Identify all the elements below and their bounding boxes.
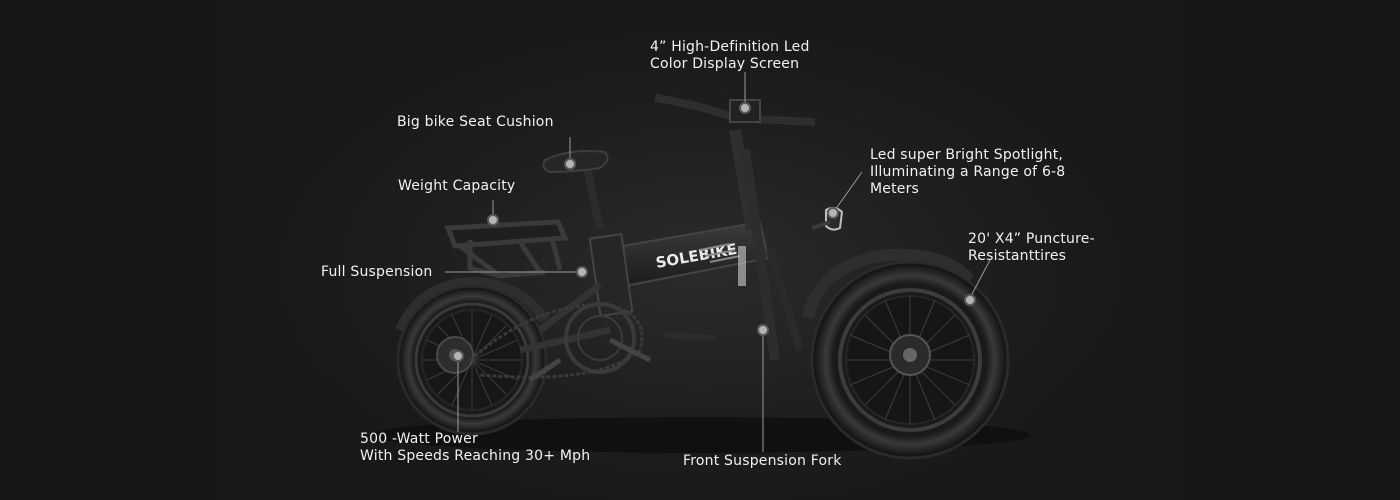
label-tires: 20' X4” Puncture- Resistanttires [968, 231, 1095, 265]
label-power-line1: 500 -Watt Power [360, 431, 478, 447]
label-power-line2: With Speeds Reaching 30+ Mph [360, 448, 591, 464]
label-seat-line1: Big bike Seat Cushion [397, 114, 554, 130]
right-margin [1185, 0, 1400, 500]
front-wheel [802, 248, 1010, 460]
label-capacity: Weight Capacity [398, 178, 515, 195]
leader-tires [969, 259, 991, 299]
label-spotlight: Led super Bright Spotlight, Illuminating… [870, 147, 1065, 198]
label-suspension: Full Suspension [321, 264, 432, 281]
label-display-line1: 4” High-Definition Led [650, 39, 810, 55]
handlebars [654, 94, 816, 126]
label-spotlight-line3: Meters [870, 181, 920, 197]
label-spotlight-line2: Illuminating a Range of 6-8 [870, 164, 1066, 180]
rear-rack [444, 219, 569, 279]
marker-tires [964, 294, 976, 306]
label-fork: Front Suspension Fork [683, 453, 842, 470]
label-capacity-line1: Weight Capacity [398, 178, 516, 194]
seat [542, 150, 609, 231]
label-seat: Big bike Seat Cushion [397, 114, 554, 131]
label-tires-line2: Resistanttires [968, 248, 1067, 264]
label-display-line2: Color Display Screen [650, 56, 800, 72]
marker-seat [564, 158, 576, 170]
leader-spotlight [834, 171, 863, 211]
label-display: 4” High-Definition Led Color Display Scr… [650, 39, 810, 73]
drivetrain [469, 302, 716, 383]
label-suspension-line1: Full Suspension [321, 264, 433, 280]
label-fork-line1: Front Suspension Fork [683, 453, 842, 469]
marker-capacity [487, 214, 499, 226]
left-margin [0, 0, 215, 500]
frame: SOLEBIKE [519, 128, 804, 361]
marker-fork [757, 324, 769, 336]
marker-power [452, 350, 464, 362]
marker-display [739, 102, 751, 114]
label-tires-line1: 20' X4” Puncture- [968, 231, 1095, 247]
label-power: 500 -Watt Power With Speeds Reaching 30+… [360, 431, 590, 465]
leader-lines [445, 72, 991, 452]
marker-suspension [576, 266, 588, 278]
label-spotlight-line1: Led super Bright Spotlight, [870, 147, 1064, 163]
marker-spotlight [827, 207, 839, 219]
